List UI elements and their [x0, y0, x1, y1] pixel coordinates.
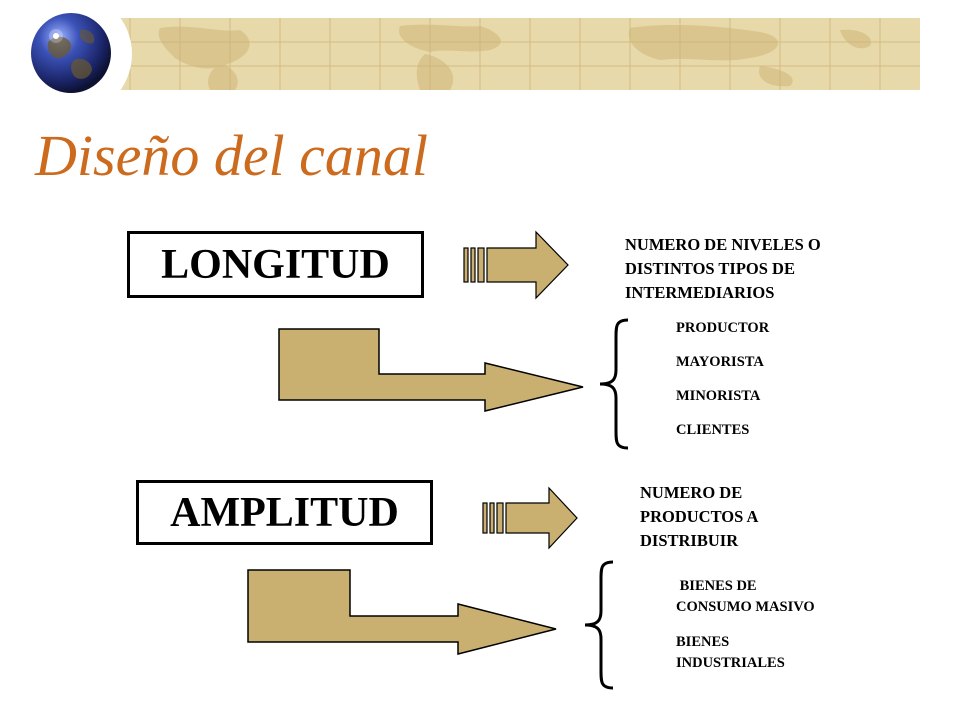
goods-industriales: BIENES INDUSTRIALES [676, 632, 876, 674]
longitud-description-line: NUMERO DE NIVELES O [625, 235, 821, 254]
longitud-label-box: LONGITUD [127, 231, 424, 298]
goods-line: CONSUMO MASIVO [676, 599, 815, 616]
longitud-bent-arrow [278, 328, 584, 412]
goods-consumo-masivo: BIENES DE CONSUMO MASIVO [676, 576, 876, 618]
world-map-band [70, 18, 920, 90]
amplitud-block-arrow [482, 486, 578, 550]
longitud-curly-brace [599, 318, 629, 450]
amplitud-description-line: DISTRIBUIR [640, 530, 739, 550]
level-mayorista: MAYORISTA [676, 354, 764, 370]
longitud-description: NUMERO DE NIVELES O DISTINTOS TIPOS DE I… [625, 233, 895, 305]
level-productor: PRODUCTOR [676, 320, 770, 336]
amplitud-description: NUMERO DE PRODUCTOS A DISTRIBUIR [640, 481, 840, 553]
globe-icon [31, 13, 111, 93]
goods-line: BIENES DE [676, 578, 757, 594]
goods-line: BIENES [676, 634, 730, 650]
longitud-block-arrow [463, 230, 569, 300]
amplitud-description-line: PRODUCTOS A [640, 506, 759, 526]
amplitud-description-line: NUMERO DE [640, 483, 743, 502]
longitud-description-line: DISTINTOS TIPOS DE [625, 258, 795, 278]
goods-line: INDUSTRIALES [676, 655, 785, 672]
slide-title: Diseño del canal [35, 123, 429, 188]
amplitud-label-box: AMPLITUD [136, 480, 433, 545]
level-clientes: CLIENTES [676, 422, 750, 438]
level-minorista: MINORISTA [676, 388, 761, 404]
longitud-description-line: INTERMEDIARIOS [625, 282, 775, 302]
amplitud-bent-arrow [247, 569, 557, 655]
amplitud-curly-brace [584, 560, 614, 690]
